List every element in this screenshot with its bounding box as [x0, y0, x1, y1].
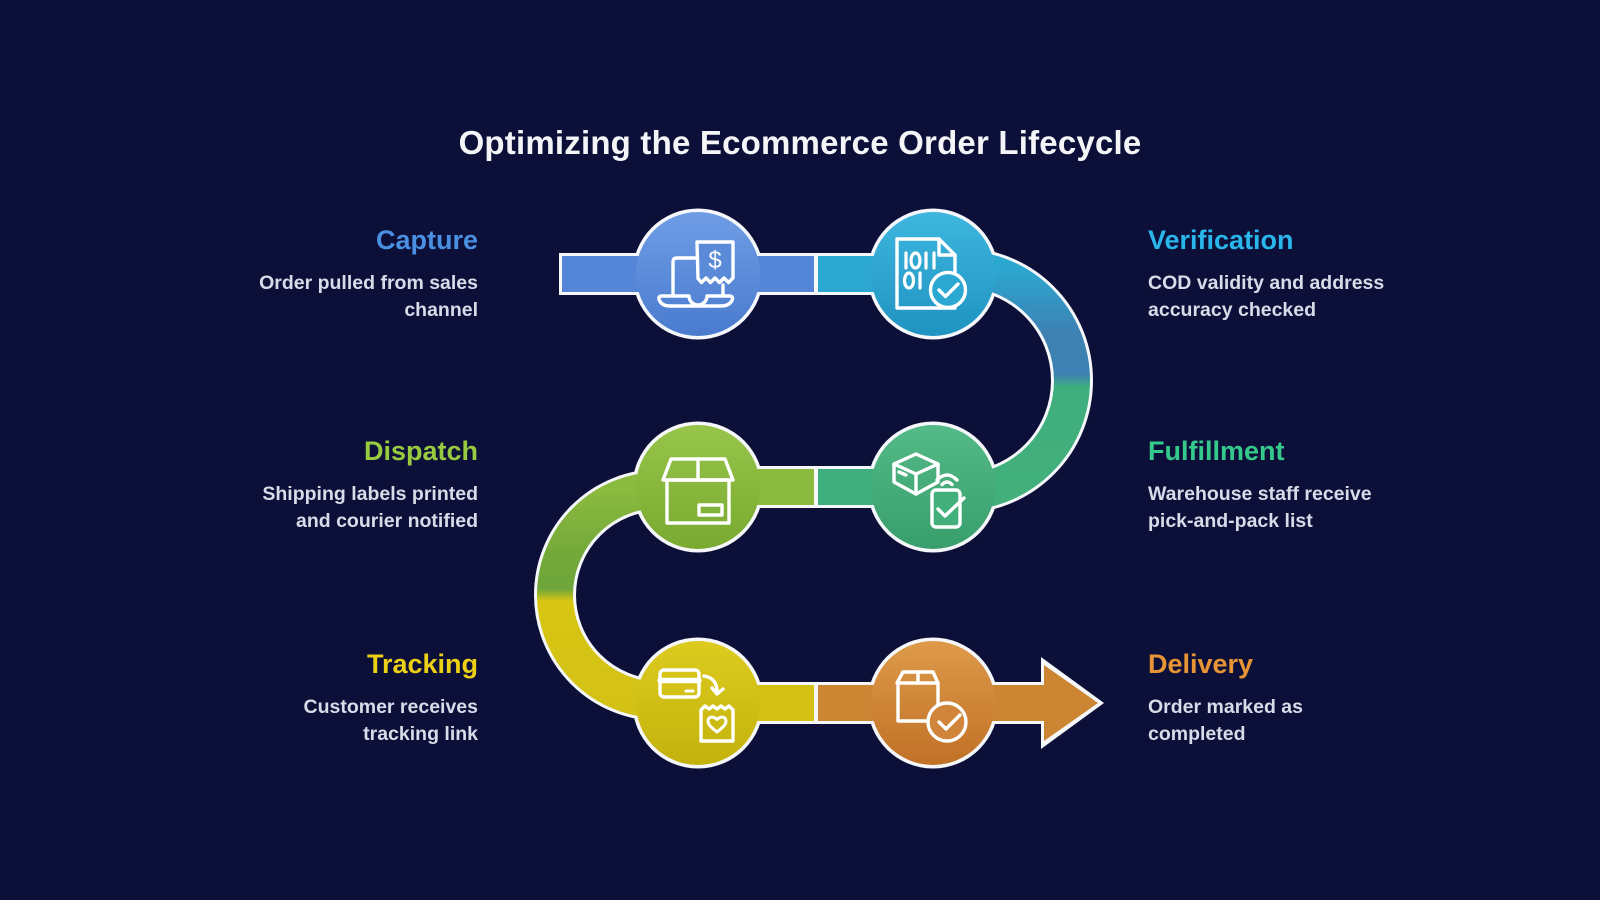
stage-label-dispatch: Dispatch Shipping labels printed and cou…	[58, 435, 478, 535]
stage-title-capture: Capture	[375, 225, 478, 255]
laptop-receipt-dollar-icon: $	[657, 240, 735, 308]
stage-title-dispatch: Dispatch	[363, 436, 478, 466]
package-box-icon	[661, 457, 735, 525]
box-wifi-device-check-icon	[892, 452, 966, 529]
card-bag-heart-icon	[657, 668, 735, 743]
binary-document-check-icon	[895, 237, 968, 310]
svg-text:$: $	[708, 247, 721, 274]
stage-label-capture: Capture Order pulled from sales channel	[58, 224, 478, 324]
flow-arrowhead	[1044, 665, 1098, 741]
stage-title-tracking: Tracking	[366, 649, 478, 679]
delivery-node	[871, 641, 995, 765]
fulfillment-node	[871, 425, 995, 549]
stage-description-verification: COD validity and address accuracy checke…	[1148, 272, 1385, 321]
verification-node	[871, 212, 995, 336]
stage-description-fulfillment: Warehouse staff receive pick-and-pack li…	[1148, 483, 1372, 532]
stage-description-capture: Order pulled from sales channel	[259, 272, 478, 321]
stage-description-tracking: Customer receives tracking link	[303, 696, 478, 745]
stage-title-fulfillment: Fulfillment	[1148, 436, 1285, 466]
stage-description-dispatch: Shipping labels printed and courier noti…	[262, 483, 478, 532]
flow-connectors	[537, 250, 1098, 741]
tracking-node	[636, 641, 760, 765]
box-check-icon	[895, 670, 968, 743]
page-title: Optimizing the Ecommerce Order Lifecycle	[458, 124, 1142, 161]
stage-label-tracking: Tracking Customer receives tracking link	[58, 648, 478, 748]
connector-arc-verification-fulfillment	[959, 250, 1090, 511]
stage-description-delivery: Order marked as completed	[1148, 696, 1304, 745]
dispatch-node	[636, 425, 760, 549]
stage-title-verification: Verification	[1148, 225, 1294, 255]
connector-arc-dispatch-tracking	[537, 472, 661, 718]
stage-label-verification: Verification COD validity and address ac…	[1148, 224, 1568, 324]
stage-title-delivery: Delivery	[1148, 649, 1254, 679]
stage-label-fulfillment: Fulfillment Warehouse staff receive pick…	[1148, 435, 1568, 535]
stage-label-delivery: Delivery Order marked as completed	[1148, 648, 1568, 748]
